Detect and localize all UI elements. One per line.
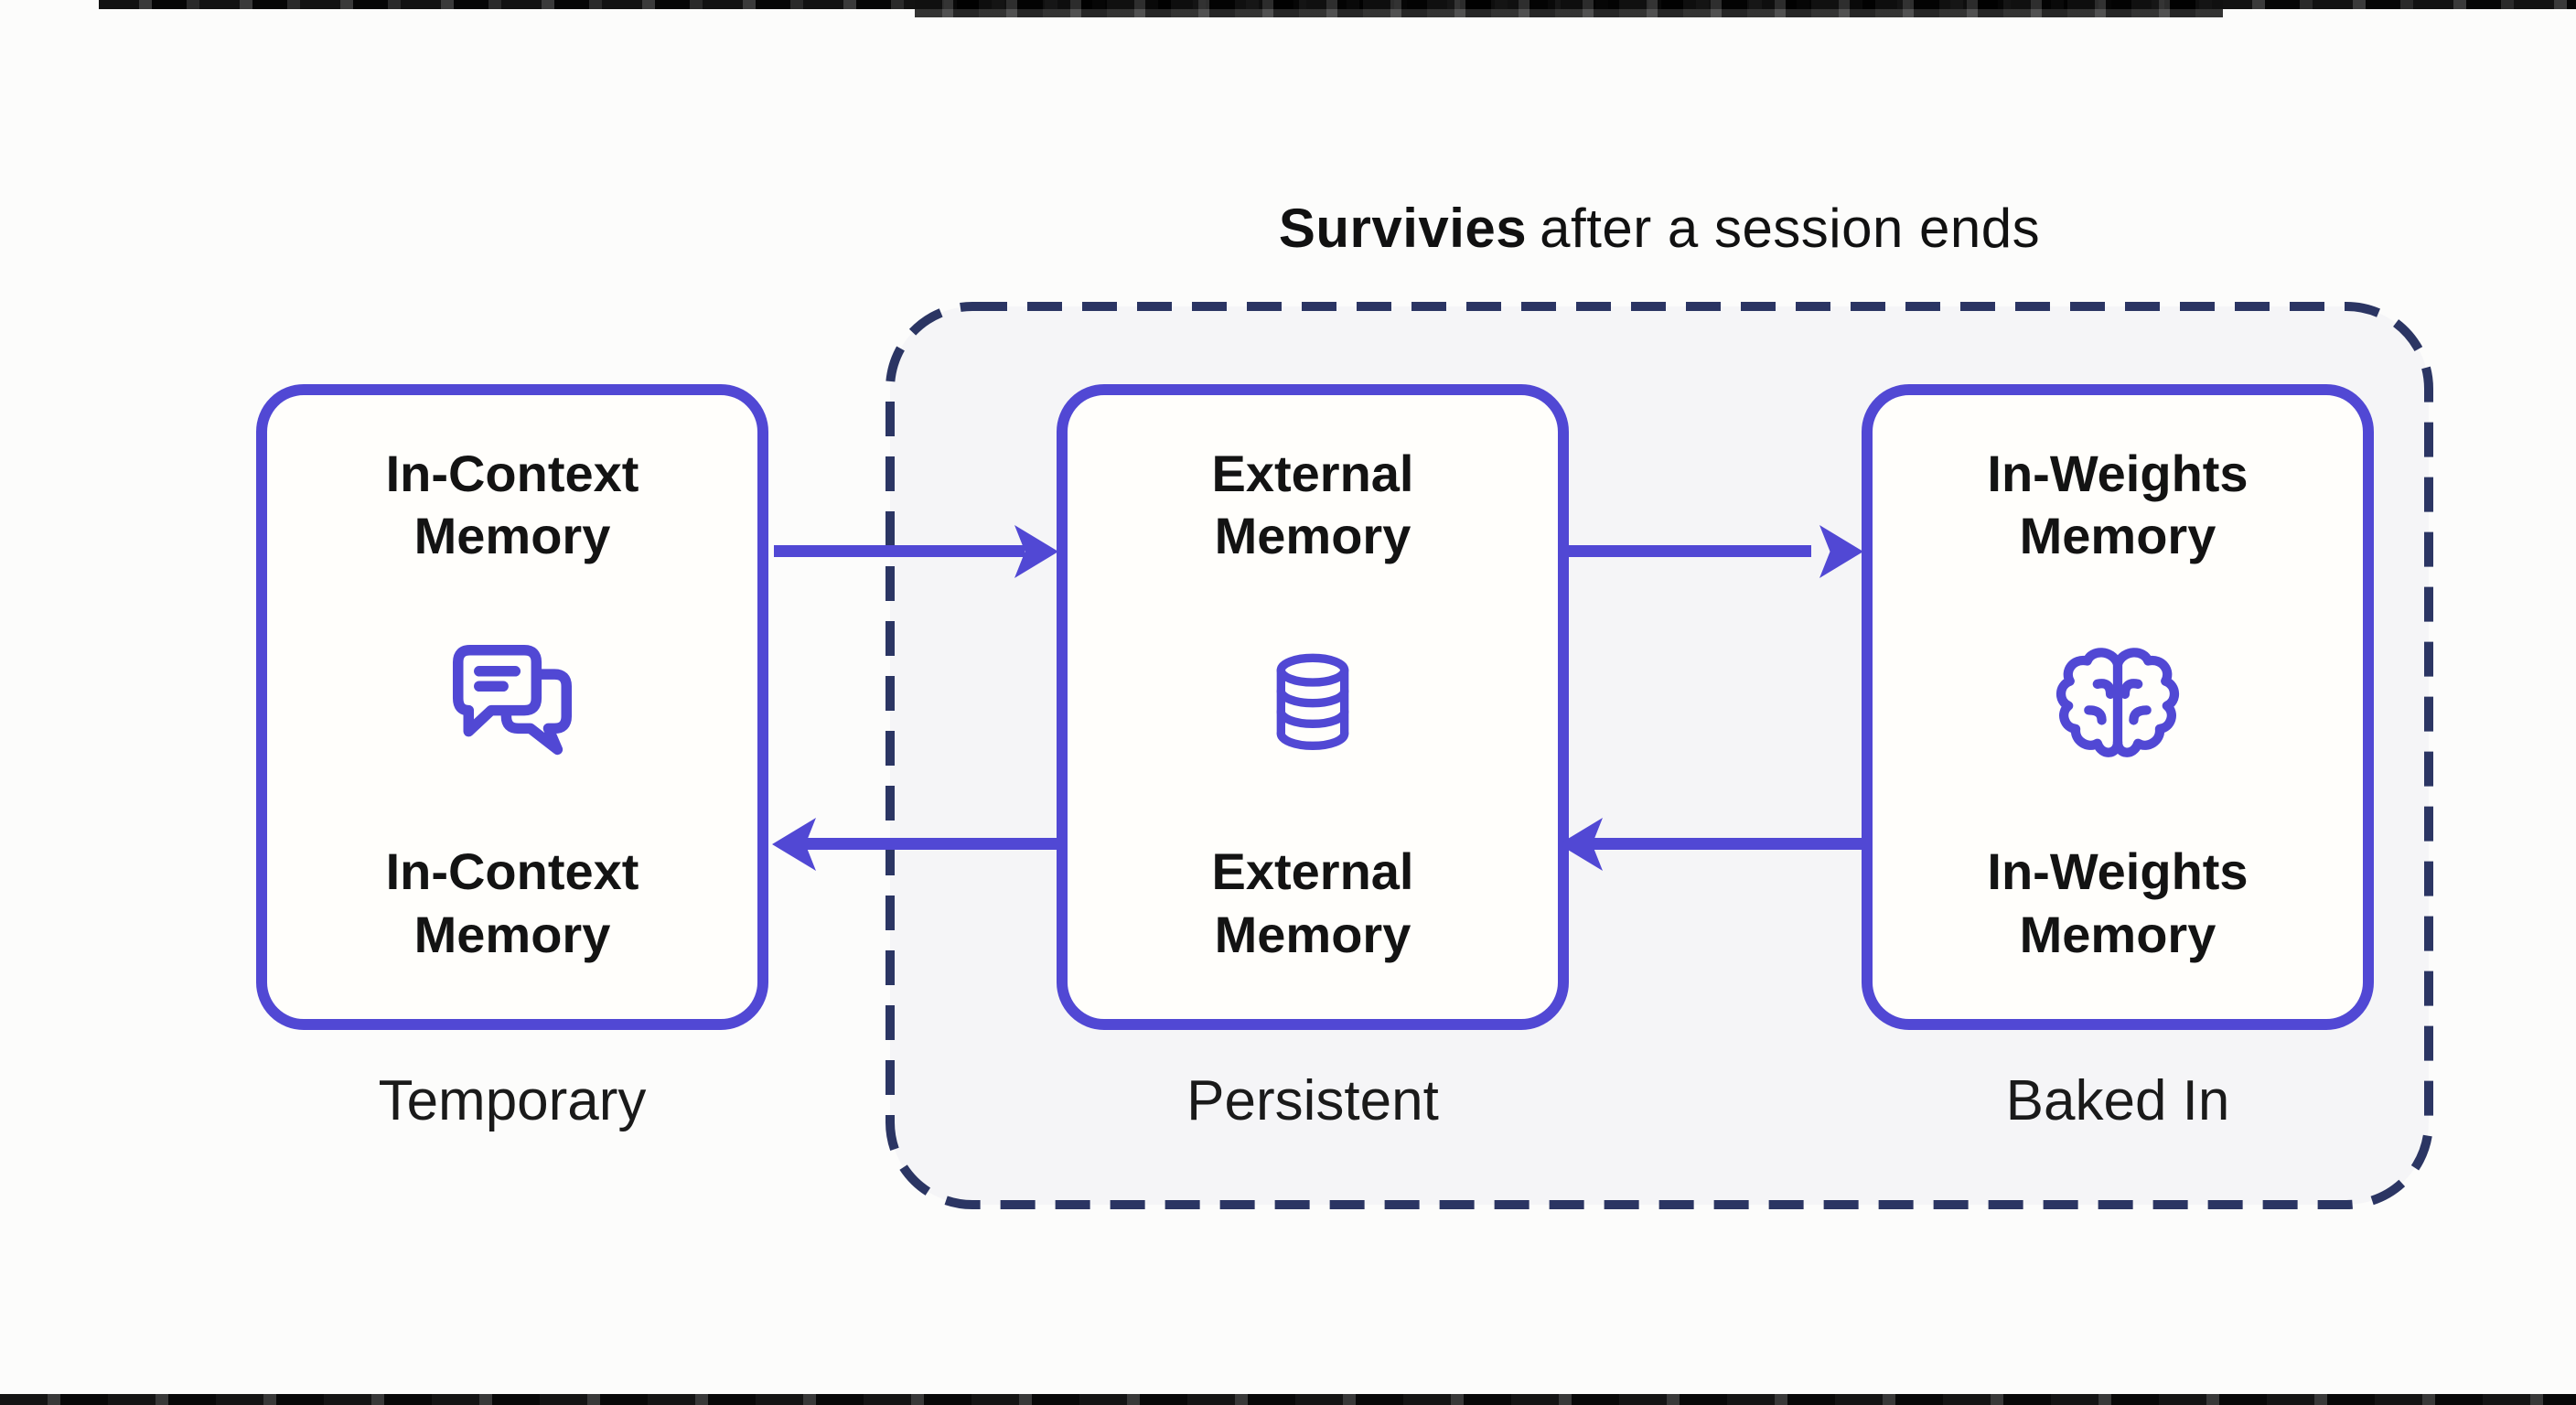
arrow-external-to-in-context: [805, 838, 1057, 850]
in-weights-heading: In-Weights Memory: [1987, 443, 2248, 568]
chat-icon: [435, 632, 589, 777]
heading-line: External: [1211, 445, 1414, 502]
arrow-external-to-in-weights: [1561, 545, 1811, 557]
heading-line: External: [1211, 842, 1414, 901]
caption-baked-in: Baked In: [2005, 1069, 2230, 1132]
heading-line: In-Weights: [1987, 445, 2249, 502]
in-weights-footer: In-Weights Memory: [1987, 841, 2248, 966]
group-title-emphasis: Survivies: [1278, 198, 1528, 259]
heading-line: Memory: [1214, 507, 1411, 565]
scan-artifact-top-2: [915, 0, 2223, 17]
external-footer: External Memory: [1212, 841, 1414, 966]
heading-line: In-Context: [385, 842, 639, 901]
scan-artifact-top: [99, 0, 2576, 9]
heading-line: Memory: [1214, 905, 1411, 963]
heading-line: In-Context: [385, 445, 639, 502]
in-context-heading: In-Context Memory: [386, 443, 639, 568]
arrow-in-weights-to-external: [1592, 838, 1862, 850]
brain-icon: [2048, 635, 2187, 774]
caption-temporary: Temporary: [378, 1069, 647, 1132]
scan-artifact-bottom: [0, 1394, 2576, 1405]
heading-line: Memory: [2019, 905, 2216, 963]
in-weights-memory-box: In-Weights Memory In-Weights Memory: [1862, 384, 2374, 1030]
heading-line: Memory: [413, 905, 611, 963]
arrow-in-context-to-external: [774, 545, 1025, 557]
caption-persistent: Persistent: [1186, 1069, 1439, 1132]
database-icon: [1254, 631, 1371, 778]
group-title-rest: after a session ends: [1540, 198, 2041, 259]
in-context-footer: In-Context Memory: [386, 841, 639, 966]
external-heading: External Memory: [1212, 443, 1414, 568]
heading-line: Memory: [2019, 507, 2216, 565]
heading-line: In-Weights: [1987, 842, 2249, 901]
external-memory-box: External Memory External Memory: [1057, 384, 1569, 1030]
heading-line: Memory: [413, 507, 611, 565]
in-context-memory-box: In-Context Memory In-Context Memory: [256, 384, 768, 1030]
